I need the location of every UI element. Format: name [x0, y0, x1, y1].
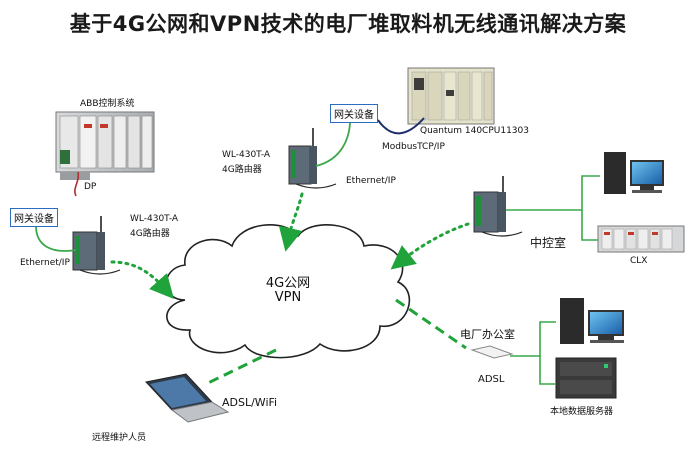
adsl-link — [395, 298, 467, 350]
remote-staff-label: 远程维护人员 — [92, 433, 147, 443]
adsl-label: ADSL — [478, 374, 505, 385]
quantum-plc — [407, 67, 495, 125]
router-left-model: WL-430T-A — [130, 214, 179, 224]
abb-plc-rack — [55, 111, 155, 180]
office-label: 电厂办公室 — [460, 328, 515, 341]
control-room-label: 中控室 — [530, 236, 567, 250]
dp-cable — [74, 171, 80, 197]
abb-system-label: ABB控制系统 — [80, 99, 135, 109]
gateway-top-tag: 网关设备 — [330, 104, 378, 123]
laptop-link — [205, 348, 277, 386]
adsl-modem — [470, 345, 514, 359]
plc-model-label: Quantum 140CPU11303 — [420, 126, 529, 136]
lan-to-server — [539, 356, 556, 385]
modbus-cable — [377, 117, 425, 135]
clx-rack — [597, 225, 685, 253]
cloud-label-4g: 4G公网 — [265, 276, 311, 291]
control-room-computer — [604, 152, 664, 194]
ethernet-left-label: Ethernet/IP — [20, 258, 70, 268]
local-server-label: 本地数据服务器 — [550, 407, 614, 417]
router-left — [72, 216, 121, 275]
lan-to-office-pc — [510, 321, 556, 357]
dp-label: DP — [84, 182, 97, 192]
router-right — [473, 176, 523, 237]
office-computer — [560, 298, 624, 344]
lan-to-clx — [581, 210, 598, 241]
local-data-server — [555, 357, 617, 399]
router-top-type: 4G路由器 — [222, 165, 262, 175]
gateway-left-tag: 网关设备 — [10, 208, 58, 227]
modbus-label: ModbusTCP/IP — [382, 142, 445, 152]
ethernet-top-label: Ethernet/IP — [346, 176, 396, 186]
clx-label: CLX — [630, 256, 648, 266]
cloud-label-vpn: VPN — [274, 290, 302, 305]
remote-laptop — [145, 373, 230, 423]
diagram-title: 基于4G公网和VPN技术的电厂堆取料机无线通讯解决方案 — [69, 12, 627, 36]
router-left-type: 4G路由器 — [130, 229, 170, 239]
wireless-link-left — [110, 260, 174, 299]
ethernet-cable-left — [35, 225, 77, 252]
vpn-cloud — [165, 224, 411, 359]
lan-to-pc — [506, 175, 600, 211]
wireless-link-right — [390, 222, 470, 270]
adsl-wifi-label: ADSL/WiFi — [222, 396, 278, 409]
router-top — [288, 128, 337, 189]
router-top-model: WL-430T-A — [222, 150, 271, 160]
wireless-link-top — [278, 192, 304, 252]
